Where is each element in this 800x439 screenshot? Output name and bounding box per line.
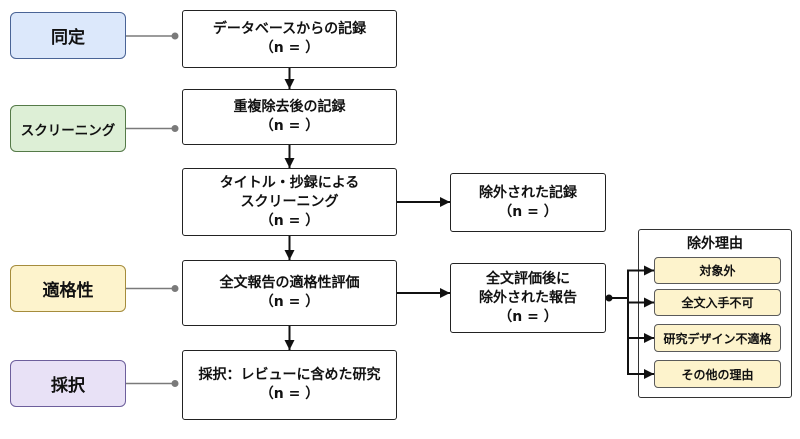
title-abstract-screening-label-line-2: スクリーニング [240, 193, 339, 210]
title-abstract-screening-label-line-1: タイトル・抄録による [219, 174, 360, 191]
exclusion-reason-item: その他の理由 [654, 360, 781, 388]
exclusion-reason-item: 全文入手不可 [654, 289, 781, 316]
eligibility-connector-dot [171, 285, 179, 292]
database-records-label: データベースからの記録 [212, 21, 367, 37]
screening-connector-dot [171, 125, 179, 132]
exclusion-reason-item: 研究デザイン不適格 [654, 324, 781, 352]
deduplicated-records-count: （n = ） [259, 118, 320, 134]
stage-identification-label: 同定 [10, 12, 126, 59]
included-connector-dot [171, 380, 179, 387]
stage-eligibility-label: 適格性 [10, 265, 126, 312]
full-text-eligibility-box: 全文報告の適格性評価 （n = ） [182, 260, 397, 326]
included-studies-box: 採択：レビューに含めた研究 （n = ） [182, 350, 397, 420]
excluded-reports-box: 全文評価後に 除外された報告 （n = ） [450, 263, 606, 333]
included-studies-label: 採択：レビューに含めた研究 [198, 367, 381, 383]
reasons-bracket-dot [605, 294, 613, 302]
full-text-eligibility-count: （n = ） [259, 294, 320, 310]
included-studies-count: （n = ） [259, 386, 320, 402]
stage-screening-label: スクリーニング [10, 105, 126, 152]
excluded-reports-label-line-1: 全文評価後に [486, 270, 570, 287]
deduplicated-records-box: 重複除去後の記録 （n = ） [182, 89, 397, 145]
excluded-records-label: 除外された記録 [479, 184, 577, 201]
database-records-count: （n = ） [259, 40, 320, 56]
excluded-records-count: （n = ） [498, 203, 558, 220]
identification-connector-dot [171, 32, 179, 40]
title-abstract-screening-count: （n = ） [259, 212, 320, 229]
exclusion-arrows [397, 197, 450, 298]
exclusion-reasons-title: 除外理由 [687, 236, 743, 252]
excluded-reports-count: （n = ） [498, 308, 558, 325]
excluded-records-box: 除外された記録 （n = ） [450, 173, 606, 232]
exclusion-reasons-panel: 除外理由 対象外 全文入手不可 研究デザイン不適格 その他の理由 [638, 229, 792, 398]
database-records-box: データベースからの記録 （n = ） [182, 10, 397, 68]
stage-included-label: 採択 [10, 360, 126, 407]
exclusion-reason-item: 対象外 [654, 257, 781, 284]
excluded-reports-label-line-2: 除外された報告 [479, 289, 577, 306]
title-abstract-screening-box: タイトル・抄録による スクリーニング （n = ） [182, 168, 397, 236]
stage-connectors [126, 32, 179, 387]
deduplicated-records-label: 重複除去後の記録 [233, 99, 346, 115]
full-text-eligibility-label: 全文報告の適格性評価 [219, 275, 360, 291]
